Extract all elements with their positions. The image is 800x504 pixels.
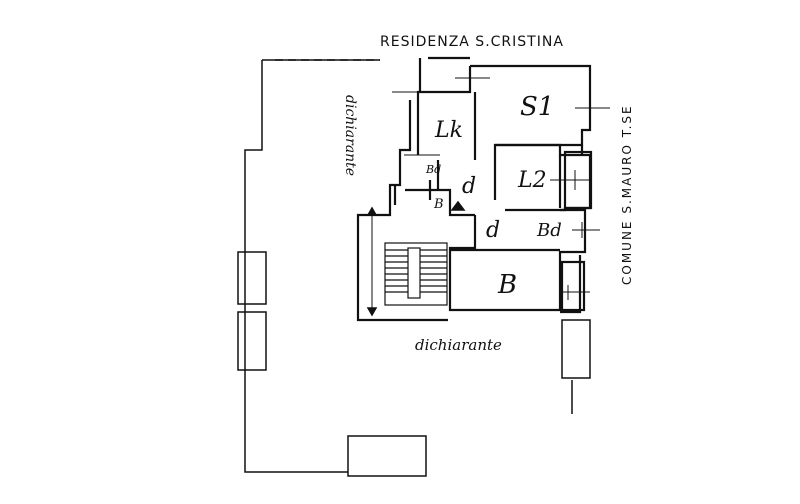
room-label-d-upper: d (462, 174, 477, 199)
window-marks (392, 70, 610, 300)
residence-title: RESIDENZA S.CRISTINA (380, 34, 564, 50)
parking-box (237, 251, 267, 305)
garage-box (347, 435, 427, 477)
room-label-b-small: B (434, 197, 444, 212)
room-label-s1: S1 (520, 92, 555, 122)
apartment-walls (356, 56, 593, 322)
room-label-l2: L2 (518, 168, 547, 193)
room-label-l4: Lk (435, 118, 463, 143)
neighbor-label-left: dichiarante (342, 95, 358, 177)
arrow-up-icon (366, 206, 378, 216)
room-label-d-lower: d (486, 218, 501, 243)
room-label-bd-small: Bd (426, 163, 442, 176)
neighbor-label-bottom: dichiarante (415, 336, 502, 354)
room-label-b-main: B (498, 270, 518, 300)
entrance-arrow-icon (450, 200, 466, 211)
municipality-label: COMUNE S.MAURO T.SE (620, 104, 634, 285)
external-box (561, 319, 591, 379)
staircase (384, 242, 448, 306)
room-label-bd: Bd (537, 220, 562, 241)
parking-box (237, 311, 267, 371)
arrow-down-icon (366, 307, 378, 317)
